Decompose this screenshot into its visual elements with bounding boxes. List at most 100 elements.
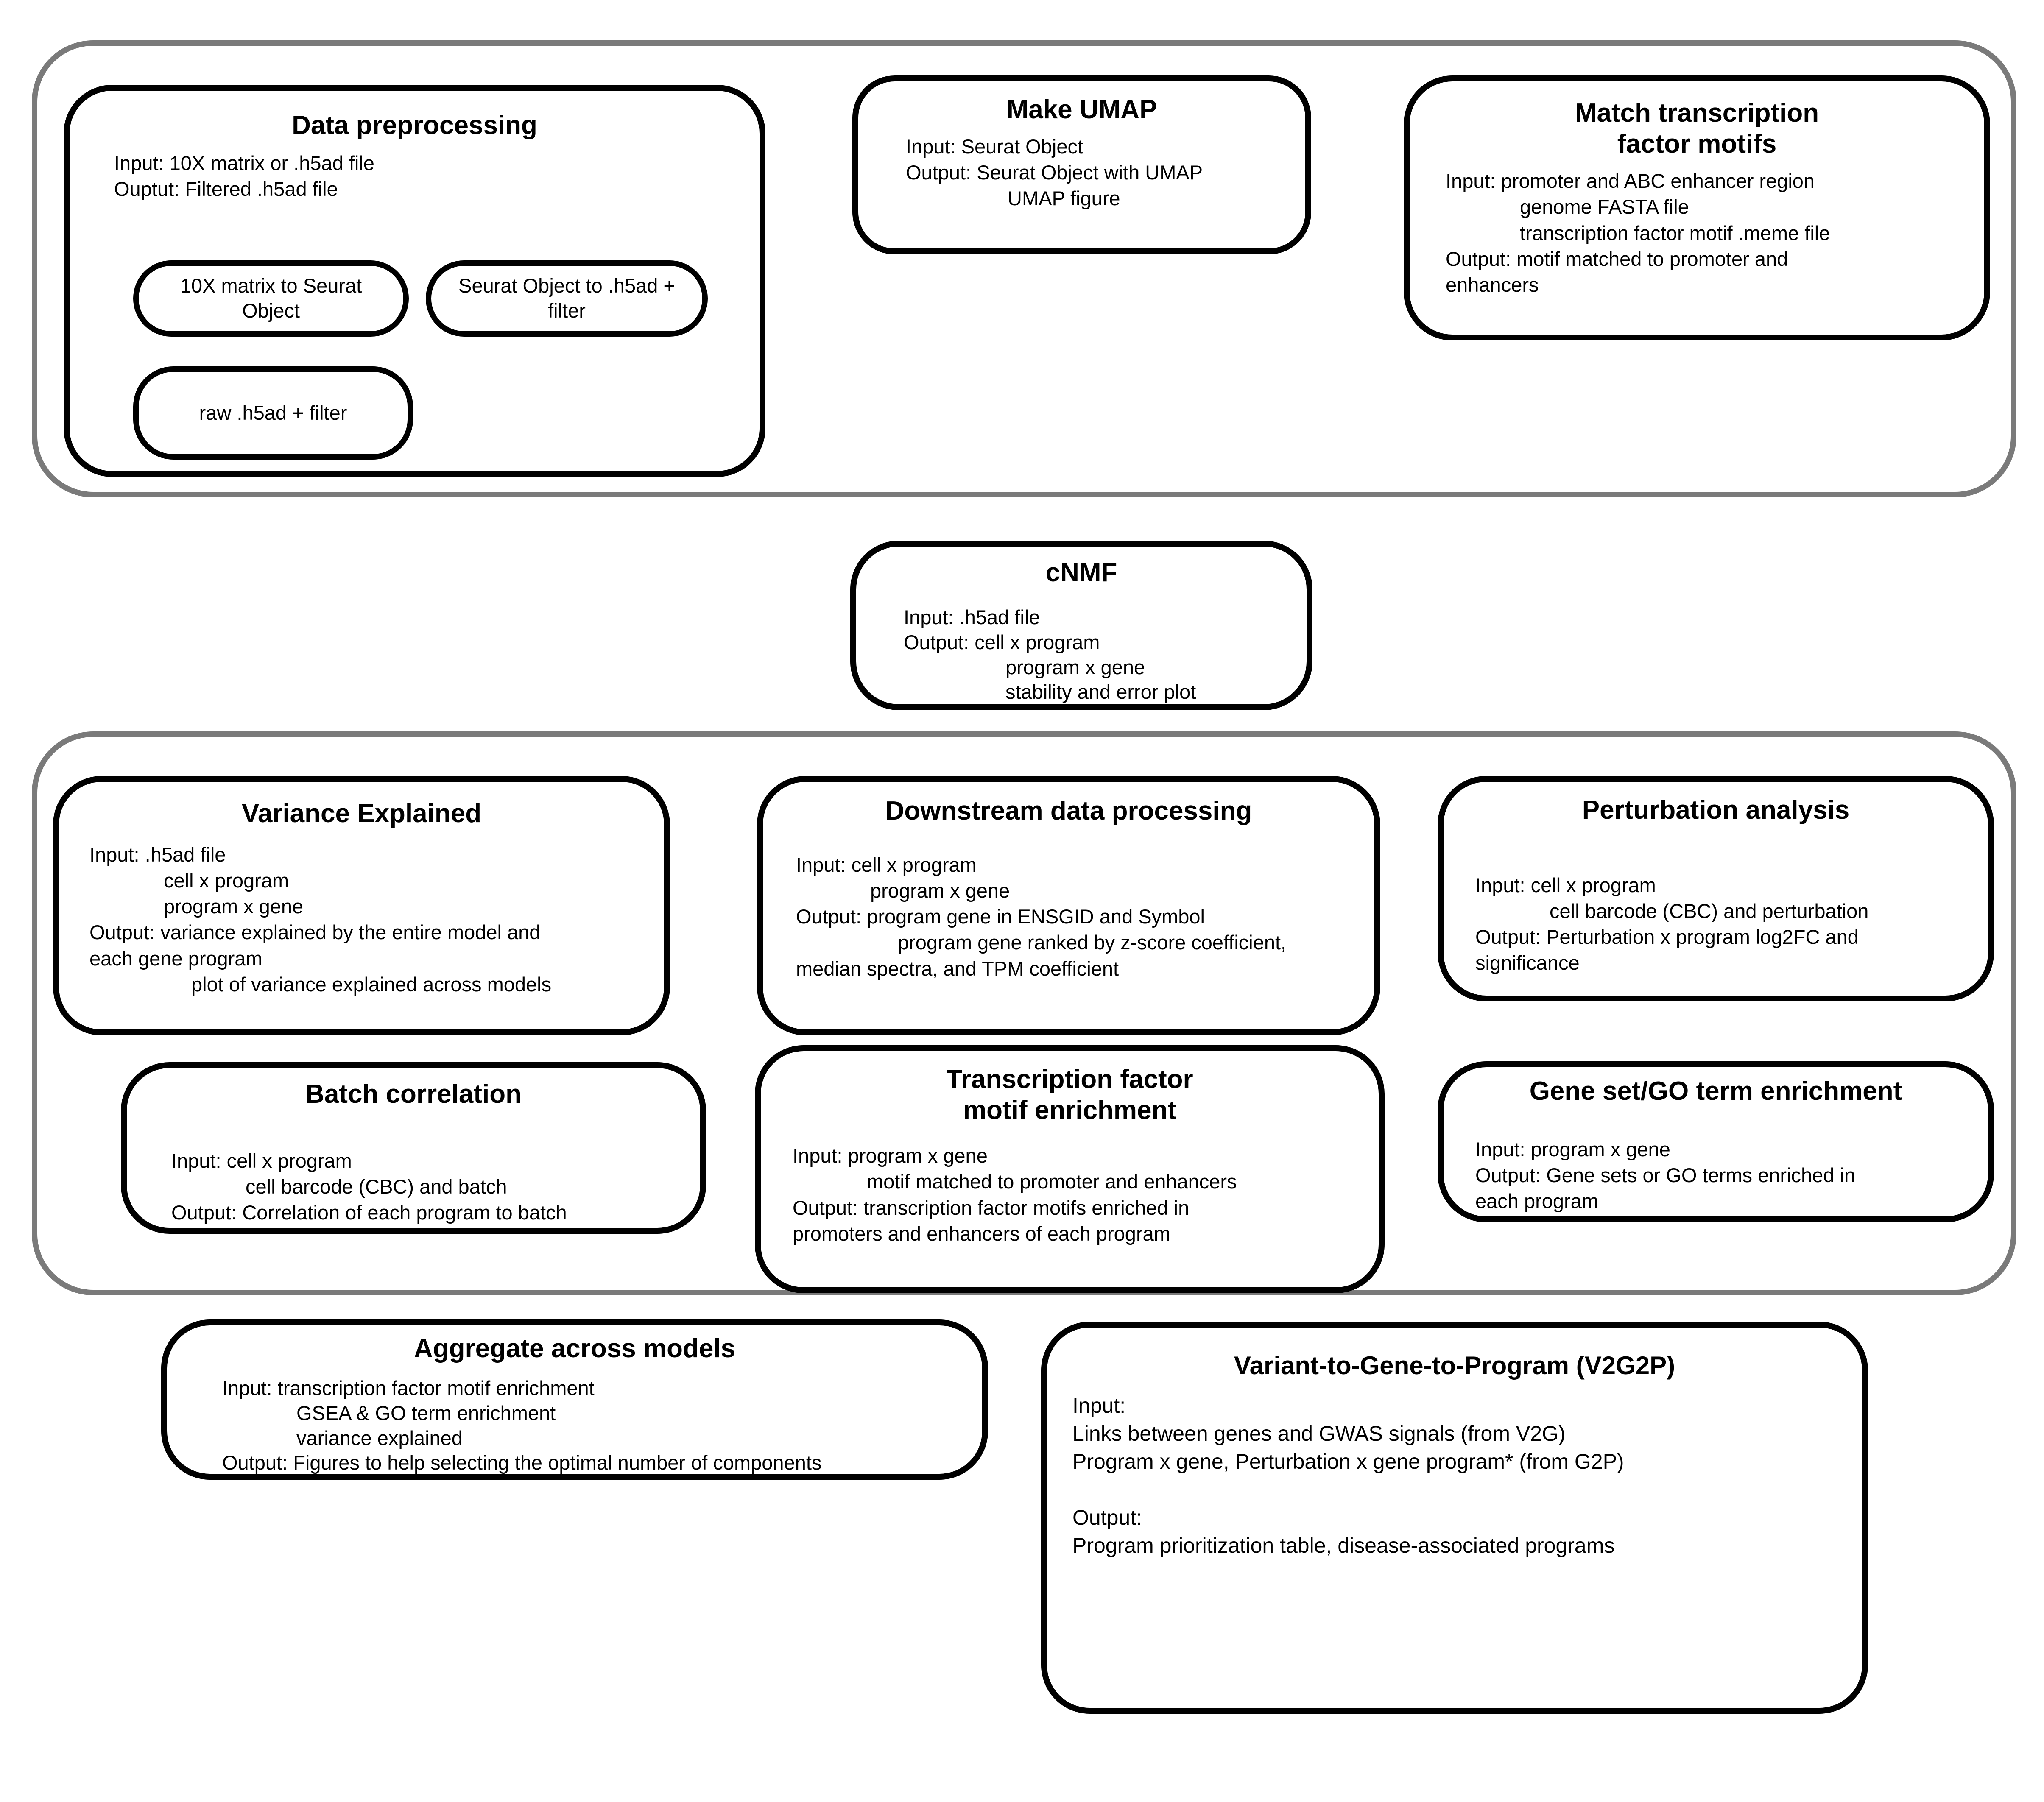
body-line: transcription factor motif .meme file xyxy=(1520,221,1830,244)
body-line: Input: promoter and ABC enhancer region xyxy=(1446,170,1815,192)
body-line: significance xyxy=(1475,951,1580,974)
body-line: program x gene xyxy=(870,879,1010,902)
box-title: Gene set/GO term enrichment xyxy=(1444,1076,1988,1107)
body-line: Input: .h5ad file xyxy=(89,843,226,866)
box-make-umap: Make UMAP Input: Seurat Object Output: S… xyxy=(852,75,1311,254)
body-line: Input: 10X matrix or .h5ad file xyxy=(114,152,374,175)
title-line: Transcription factor xyxy=(946,1065,1193,1094)
box-cnmf: cNMF Input: .h5ad file Output: cell x pr… xyxy=(850,541,1312,710)
body-line: stability and error plot xyxy=(1005,681,1196,703)
body-line: motif matched to promoter and enhancers xyxy=(867,1170,1237,1193)
body-line: Input: cell x program xyxy=(171,1149,352,1172)
box-title: Variant-to-Gene-to-Program (V2G2P) xyxy=(1047,1351,1862,1381)
title-line: factor motifs xyxy=(1617,129,1777,159)
title-line: Downstream data processing xyxy=(885,796,1252,826)
box-body: Input: 10X matrix or .h5ad file Ouptut: … xyxy=(114,150,743,202)
box-title: Batch correlation xyxy=(127,1079,700,1110)
box-variance-explained: Variance Explained Input: .h5ad file cel… xyxy=(53,776,670,1035)
body-line: variance explained xyxy=(296,1426,463,1449)
pill-seurat-to-h5ad-filter: Seurat Object to .h5ad + filter xyxy=(426,260,708,337)
box-title: Downstream data processing xyxy=(763,795,1374,826)
body-line: program x gene xyxy=(164,895,304,918)
body-line: Output: cell x program xyxy=(904,630,1100,653)
body-line: GSEA & GO term enrichment xyxy=(296,1401,556,1424)
title-line: cNMF xyxy=(1045,558,1117,587)
body-line: program gene ranked by z-score coefficie… xyxy=(898,931,1287,954)
box-body: Input: Links between genes and GWAS sign… xyxy=(1072,1392,1854,1559)
blank-line-spacer xyxy=(1072,1476,1854,1504)
box-body: Input: Seurat Object Output: Seurat Obje… xyxy=(906,134,1293,211)
title-line: Batch correlation xyxy=(305,1080,522,1109)
title-line: Variance Explained xyxy=(241,799,482,828)
box-title: Data preprocessing xyxy=(70,110,760,141)
box-body: Input: program x gene motif matched to p… xyxy=(793,1143,1370,1246)
body-line: promoters and enhancers of each program xyxy=(793,1222,1170,1245)
body-line: Output: program gene in ENSGID and Symbo… xyxy=(796,905,1205,928)
box-title: cNMF xyxy=(856,557,1307,588)
box-title: Perturbation analysis xyxy=(1444,795,1988,826)
body-line: Output: Figures to help selecting the op… xyxy=(222,1451,822,1474)
title-line: Gene set/GO term enrichment xyxy=(1529,1077,1902,1106)
box-body: Input: .h5ad file cell x program program… xyxy=(89,842,656,997)
body-line: median spectra, and TPM coefficient xyxy=(796,957,1119,980)
box-body: Input: cell x program program x gene Out… xyxy=(796,852,1366,981)
box-v2g2p: Variant-to-Gene-to-Program (V2G2P) Input… xyxy=(1041,1322,1868,1714)
box-body: Input: cell x program cell barcode (CBC)… xyxy=(171,1148,692,1225)
body-line: Input: cell x program xyxy=(796,854,977,876)
body-line: Output: transcription factor motifs enri… xyxy=(793,1196,1190,1219)
body-line: Input: cell x program xyxy=(1475,874,1656,897)
box-title: Make UMAP xyxy=(858,94,1305,125)
box-title: Variance Explained xyxy=(59,798,664,829)
box-gene-set-go-enrichment: Gene set/GO term enrichment Input: progr… xyxy=(1438,1061,1994,1222)
box-perturbation-analysis: Perturbation analysis Input: cell x prog… xyxy=(1438,776,1994,1001)
pill-raw-h5ad-filter: raw .h5ad + filter xyxy=(133,366,413,460)
body-line: cell x program xyxy=(164,869,289,892)
body-line: Input: program x gene xyxy=(793,1144,988,1167)
box-match-tf-motifs: Match transcription factor motifs Input:… xyxy=(1404,75,1990,340)
title-line: Perturbation analysis xyxy=(1582,795,1850,825)
body-line: Input: xyxy=(1072,1393,1126,1417)
body-line: cell barcode (CBC) and batch xyxy=(246,1175,507,1198)
body-line: cell barcode (CBC) and perturbation xyxy=(1550,900,1869,923)
box-body: Input: cell x program cell barcode (CBC)… xyxy=(1475,872,1980,976)
box-batch-correlation: Batch correlation Input: cell x program … xyxy=(121,1062,706,1234)
box-body: Input: .h5ad file Output: cell x program… xyxy=(904,605,1298,705)
body-line: Input: program x gene xyxy=(1475,1138,1670,1161)
body-line: Output: Correlation of each program to b… xyxy=(171,1201,567,1224)
body-line: Output: Perturbation x program log2FC an… xyxy=(1475,926,1859,948)
title-line: Variant-to-Gene-to-Program (V2G2P) xyxy=(1234,1351,1675,1380)
body-line: Input: transcription factor motif enrich… xyxy=(222,1377,595,1400)
body-line: Output: motif matched to promoter and xyxy=(1446,247,1788,270)
body-line: Output: Seurat Object with UMAP xyxy=(906,161,1203,184)
group-container-preprocessing xyxy=(32,40,2016,497)
box-tf-motif-enrichment: Transcription factor motif enrichment In… xyxy=(755,1045,1385,1293)
body-line: Output: Gene sets or GO terms enriched i… xyxy=(1475,1164,1856,1187)
title-line: Aggregate across models xyxy=(413,1334,736,1363)
box-downstream-processing: Downstream data processing Input: cell x… xyxy=(757,776,1380,1035)
body-line: each gene program xyxy=(89,947,262,970)
body-line: program x gene xyxy=(1005,656,1145,678)
box-body: Input: program x gene Output: Gene sets … xyxy=(1475,1136,1980,1214)
pill-10x-matrix-to-seurat: 10X matrix to Seurat Object xyxy=(133,260,409,337)
box-title: Transcription factor motif enrichment xyxy=(761,1064,1379,1126)
body-line: Input: Seurat Object xyxy=(906,135,1083,158)
body-line: Ouptut: Filtered .h5ad file xyxy=(114,178,338,201)
body-line: UMAP figure xyxy=(1008,187,1120,210)
body-line: Input: .h5ad file xyxy=(904,606,1040,629)
body-line: plot of variance explained across models xyxy=(191,973,552,996)
title-line: Data preprocessing xyxy=(292,111,537,140)
title-line: Match transcription xyxy=(1575,98,1819,128)
box-aggregate-across-models: Aggregate across models Input: transcrip… xyxy=(161,1319,988,1480)
box-body: Input: promoter and ABC enhancer region … xyxy=(1446,168,1971,297)
body-line: genome FASTA file xyxy=(1520,195,1689,218)
box-data-preprocessing: Data preprocessing Input: 10X matrix or … xyxy=(64,85,765,477)
box-title: Aggregate across models xyxy=(167,1333,982,1364)
body-line: Program x gene, Perturbation x gene prog… xyxy=(1072,1449,1624,1473)
body-line: enhancers xyxy=(1446,273,1539,296)
box-body: Input: transcription factor motif enrich… xyxy=(222,1376,974,1476)
body-line: each program xyxy=(1475,1190,1598,1213)
title-line: Make UMAP xyxy=(1006,95,1157,124)
box-title: Match transcription factor motifs xyxy=(1410,98,1984,159)
body-line: Program prioritization table, disease-as… xyxy=(1072,1533,1615,1557)
